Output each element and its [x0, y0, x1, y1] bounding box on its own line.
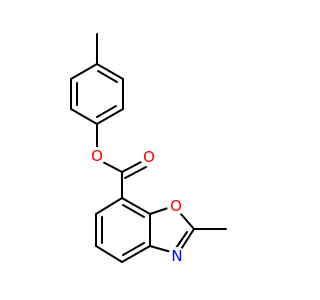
bond-tolyl-ring	[96, 63, 124, 80]
bond-benzo-ring	[121, 245, 151, 263]
atom-labels: O O O N	[88, 147, 186, 265]
bond-benzo-double	[122, 242, 145, 256]
bond-carbonyl-double	[124, 166, 147, 179]
bond-benzo-double	[122, 204, 145, 218]
bond-tolyl-double	[97, 70, 118, 83]
bond-benzo-ring	[95, 197, 123, 215]
bond-oxygen-carbonyl	[100, 160, 123, 173]
bond-tolyl-double	[96, 105, 117, 118]
bond-tolyl-ring	[70, 63, 98, 80]
ring-oxygen-label: O	[170, 197, 182, 215]
bond-tolyl-ring	[70, 108, 98, 125]
bond-benzo-ring	[121, 197, 151, 215]
carbonyl-oxygen-label: O	[143, 148, 155, 166]
bond-benzo-ring	[95, 245, 123, 263]
molecule-diagram: O O O N	[70, 33, 227, 265]
ester-oxygen-label: O	[91, 147, 103, 165]
ring-nitrogen-label: N	[171, 247, 182, 265]
bond-carbonyl-double	[121, 160, 144, 173]
bond-tolyl-ring	[96, 108, 124, 125]
